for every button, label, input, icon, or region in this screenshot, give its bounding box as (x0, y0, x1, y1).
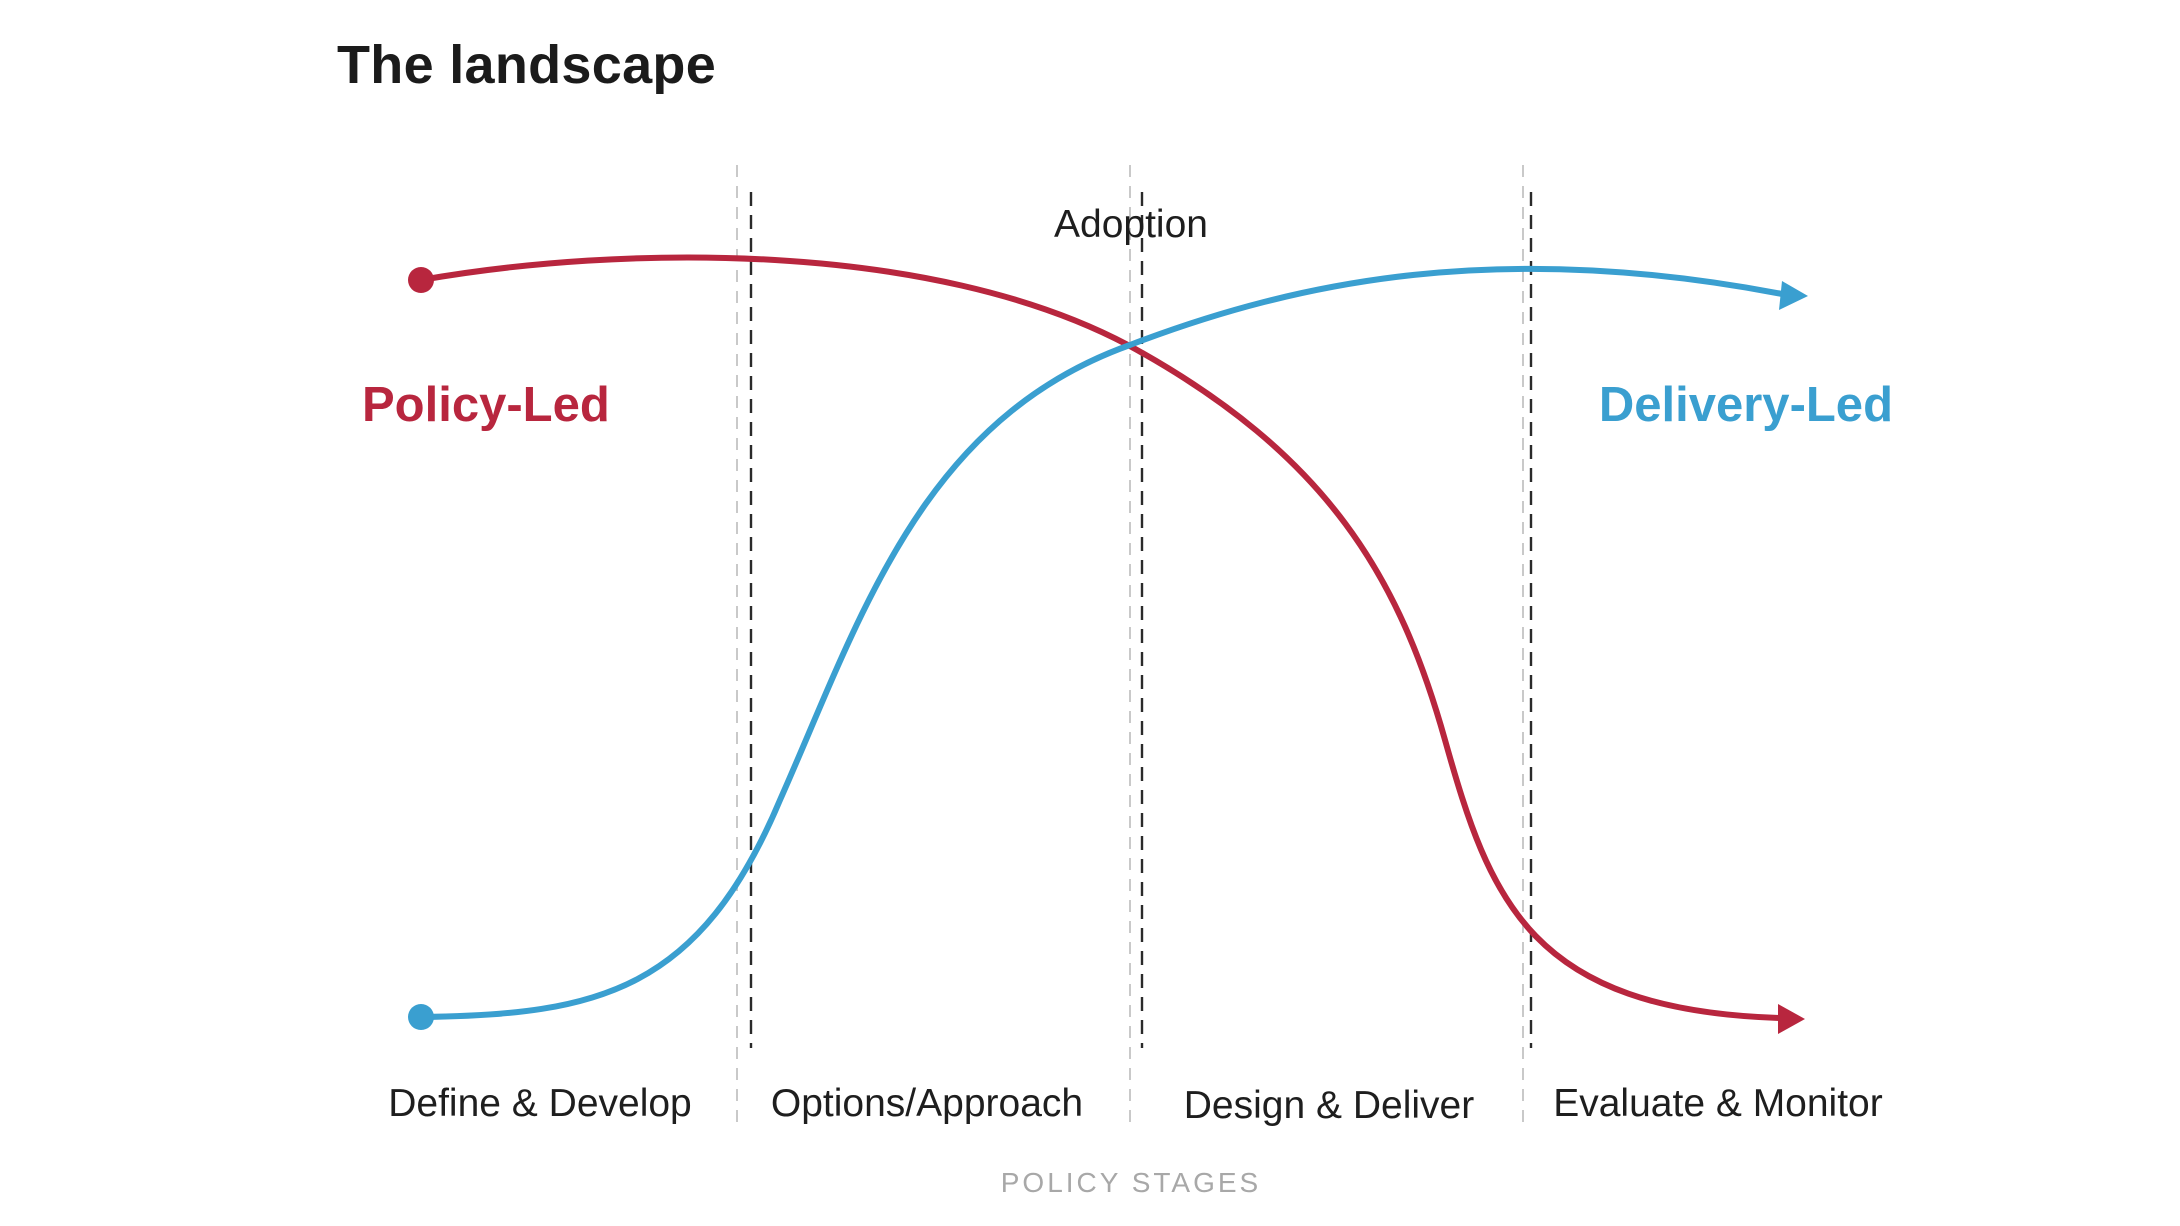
policy-stages-axis-label: POLICY STAGES (1001, 1167, 1261, 1198)
policy-arrow-head (1778, 1004, 1805, 1034)
stage-label-evaluate-monitor: Evaluate & Monitor (1553, 1082, 1883, 1125)
delivery-curve-path (418, 265, 1785, 1020)
stage-dividers (736, 165, 1533, 1125)
policy-led-label: Policy-Led (362, 378, 610, 432)
policy-led-curve (408, 254, 1805, 1034)
adoption-label: Adoption (1054, 203, 1208, 246)
stage-label-options-approach: Options/Approach (771, 1082, 1083, 1125)
delivery-led-label: Delivery-Led (1599, 378, 1893, 432)
delivery-led-curve (408, 265, 1808, 1030)
stage-label-design-deliver: Design & Deliver (1184, 1084, 1474, 1127)
delivery-start-dot (408, 1004, 434, 1030)
policy-curve-path (418, 254, 1783, 1021)
policy-start-dot (408, 267, 434, 293)
delivery-arrow-head (1779, 281, 1808, 310)
stage-label-define-develop: Define & Develop (388, 1082, 692, 1125)
diagram-title: The landscape (337, 35, 717, 95)
